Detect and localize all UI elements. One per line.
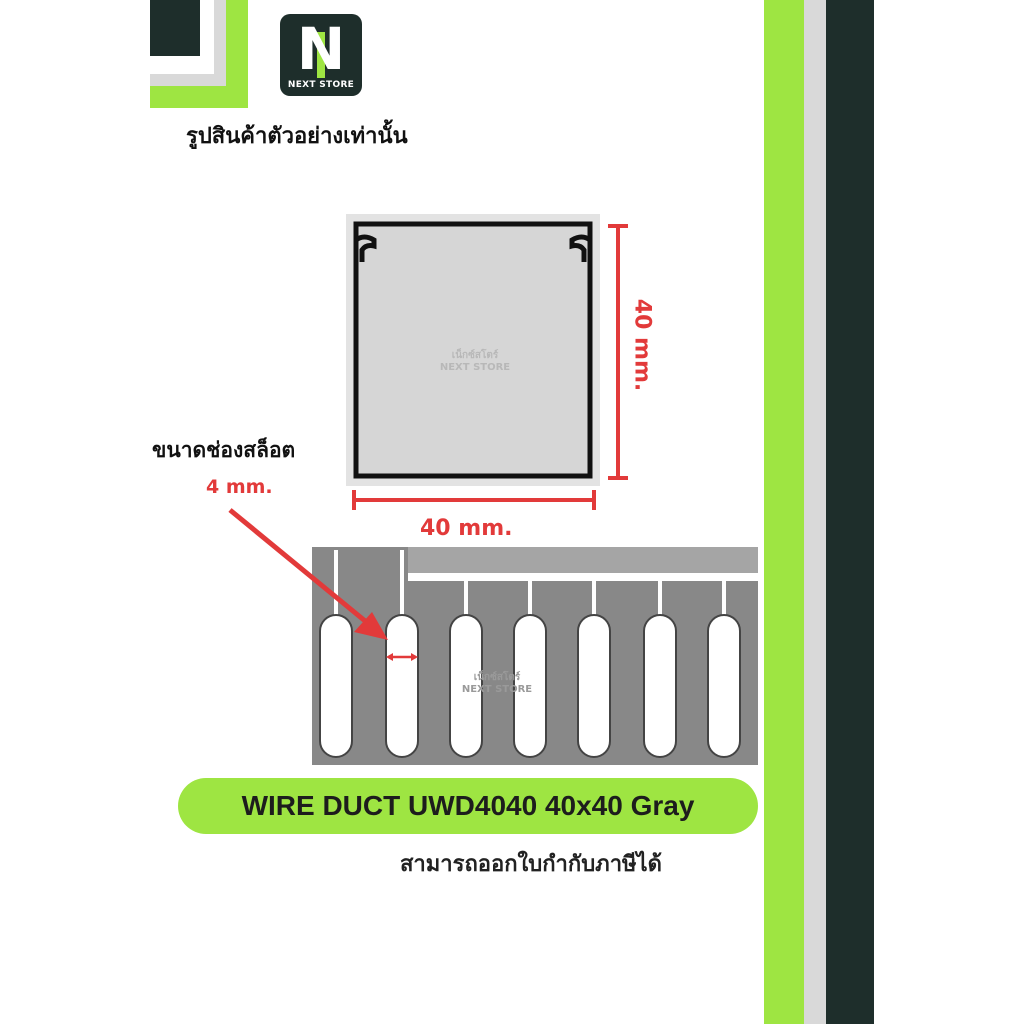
- watermark-thai-bottom: เน็กซ์สโตร์: [473, 672, 521, 683]
- right-stripe-green: [764, 0, 804, 1024]
- slot-size-label: ขนาดช่องสล็อต: [152, 438, 296, 462]
- right-stripe-dark: [826, 0, 874, 1024]
- sample-image-caption: รูปสินค้าตัวอย่างเท่านั้น: [186, 124, 408, 149]
- duct-side-view: [312, 547, 758, 765]
- store-logo: N NEXT STORE: [280, 14, 362, 96]
- watermark-thai: เน็กซ์สโตร์: [451, 350, 499, 361]
- logo-accent-bar: [317, 32, 325, 78]
- watermark-en: NEXT STORE: [439, 362, 511, 373]
- width-dimension-line: [352, 490, 596, 510]
- watermark-en-bottom: NEXT STORE: [461, 684, 533, 695]
- product-title-pill: WIRE DUCT UWD4040 40x40 Gray: [178, 778, 758, 834]
- duct-cross-section: [346, 214, 600, 486]
- slot-pointer-arrow: [228, 508, 388, 640]
- product-title: WIRE DUCT UWD4040 40x40 Gray: [241, 790, 695, 821]
- height-dimension-line: [608, 224, 628, 480]
- watermark-top: เน็กซ์สโตร์ NEXT STORE: [430, 350, 520, 374]
- corner-decoration: [150, 0, 248, 108]
- width-dimension-label: 40 mm.: [420, 516, 513, 541]
- height-dimension-text: 40 mm.: [629, 298, 655, 392]
- right-stripe-gray: [804, 0, 826, 1024]
- slot-size-value: 4 mm.: [206, 476, 273, 498]
- logo-letter: N: [296, 15, 346, 83]
- logo-store-name: NEXT STORE: [287, 80, 355, 90]
- watermark-bottom: เน็กซ์สโตร์ NEXT STORE: [452, 672, 542, 696]
- corner-dark: [150, 0, 200, 56]
- height-dimension-label: 40 mm.: [612, 298, 672, 392]
- tax-invoice-note: สามารถออกใบกำกับภาษีได้: [400, 852, 662, 877]
